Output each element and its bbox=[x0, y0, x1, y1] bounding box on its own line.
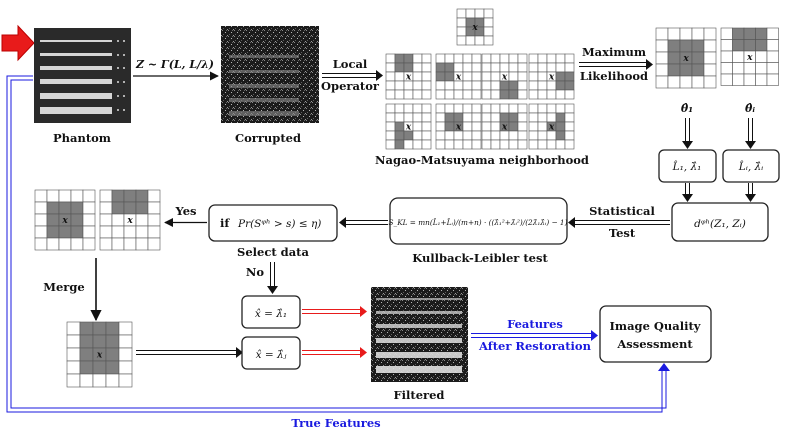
grid-center-symbol: x bbox=[405, 73, 412, 83]
phantom-image bbox=[34, 28, 131, 123]
param-box-1 bbox=[658, 149, 717, 183]
input-red-arrow bbox=[1, 24, 35, 62]
kl-box bbox=[389, 197, 568, 245]
param-to-distance-arrows bbox=[682, 183, 756, 202]
merge-label: Merge bbox=[43, 280, 84, 294]
param-box-i-text: L̂ᵢ, λ̂ᵢ bbox=[738, 160, 764, 173]
merged-grid: x bbox=[66, 321, 133, 388]
nm-grid-row2-2: x bbox=[435, 103, 482, 150]
ml-line1: Maximum bbox=[582, 45, 646, 59]
grid-center-symbol: x bbox=[455, 73, 462, 83]
condition-text: Pr(Sᵠʰ > s) ≤ η) bbox=[237, 218, 321, 230]
arrow-merge-estimate bbox=[236, 347, 243, 358]
phantom-label: Phantom bbox=[53, 131, 111, 145]
estimate-box-1 bbox=[241, 295, 301, 329]
arrow-ml-head bbox=[646, 59, 653, 70]
arrow-statistical-test bbox=[568, 217, 575, 228]
kl-test-label: Kullback-Leibler test bbox=[412, 251, 548, 265]
theta-arrows bbox=[682, 118, 756, 149]
nm-grid-row1-3: x bbox=[481, 53, 528, 100]
grid-center-symbol: x bbox=[501, 123, 508, 133]
estimate-box-j bbox=[241, 336, 301, 370]
selected-grid-1: x bbox=[34, 189, 96, 251]
nm-grid-row1-4: x bbox=[528, 53, 575, 100]
neighborhood-grids: x x x x x x x x x bbox=[385, 8, 575, 150]
statistical-test-line1: Statistical bbox=[589, 204, 655, 218]
filtered-image bbox=[371, 287, 468, 382]
param-box-1-text: L̂₁, λ̂₁ bbox=[672, 160, 702, 173]
nm-grid-top: x bbox=[456, 8, 494, 46]
thetai-label: θ̂ᵢ bbox=[745, 102, 755, 115]
true-features-label: True Features bbox=[291, 416, 380, 430]
grid-center-symbol: x bbox=[682, 54, 689, 64]
statistical-test-line2: Test bbox=[609, 226, 636, 240]
neighborhood-label: Nagao-Matsuyama neighborhood bbox=[375, 153, 589, 167]
true-features-arrowhead bbox=[658, 363, 670, 371]
no-label: No bbox=[246, 265, 265, 279]
quality-box bbox=[599, 305, 712, 363]
estimate-box-j-text: x̂ = λ̂ⱼ bbox=[256, 349, 287, 361]
grid-center-symbol: x bbox=[96, 351, 103, 361]
kl-box-text: S_KL = mn(L̂₁+L̂ᵢ)/(m+n) · ((λ̂₁²+λ̂ᵢ²)/… bbox=[389, 218, 568, 227]
condition-box bbox=[208, 204, 338, 242]
grid-center-symbol: x bbox=[501, 73, 508, 83]
estimate-box-1-text: x̂ = λ̂₁ bbox=[255, 308, 287, 320]
arrow-features bbox=[591, 330, 598, 341]
quality-line2: Assessment bbox=[616, 337, 693, 351]
grid-center-symbol: x bbox=[548, 123, 555, 133]
nm-grid-row1-2: x bbox=[435, 53, 482, 100]
condition-prefix: if bbox=[220, 216, 230, 230]
features-line1: Features bbox=[507, 317, 563, 331]
nm-grid-row2-1: x bbox=[385, 103, 432, 150]
grid-center-symbol: x bbox=[471, 23, 478, 33]
distance-box-text: dᵠʰ(Z₁, Zᵢ) bbox=[694, 218, 746, 230]
red-arrows bbox=[302, 306, 367, 358]
arrow-local-operator-head bbox=[376, 70, 383, 81]
param-box-i bbox=[722, 149, 780, 183]
grid-center-symbol: x bbox=[455, 123, 462, 133]
features-line2: After Restoration bbox=[478, 339, 592, 353]
select-data-label: Select data bbox=[237, 245, 309, 259]
filtered-label: Filtered bbox=[394, 388, 445, 402]
distance-box bbox=[671, 202, 769, 242]
nm-grid-row2-3: x bbox=[481, 103, 528, 150]
arrow-no bbox=[267, 286, 278, 294]
true-features-loop bbox=[6, 75, 667, 413]
local-operator-line2: Operator bbox=[321, 79, 380, 93]
nm-grid-row1-1: x bbox=[385, 53, 432, 100]
ml-line2: Likelihood bbox=[580, 69, 648, 83]
grid-center-symbol: x bbox=[746, 53, 753, 63]
grid-center-symbol: x bbox=[405, 123, 412, 133]
ml-grid-1: x bbox=[655, 27, 717, 89]
ml-grid-i: x bbox=[720, 27, 779, 86]
quality-line1: Image Quality bbox=[610, 319, 701, 333]
nm-grid-row2-4: x bbox=[528, 103, 575, 150]
model-label: Z ~ Γ(L, L/λ) bbox=[135, 58, 214, 71]
grid-center-symbol: x bbox=[61, 216, 68, 226]
corrupted-label: Corrupted bbox=[235, 131, 301, 145]
grid-center-symbol: x bbox=[548, 73, 555, 83]
corrupted-image bbox=[221, 26, 319, 123]
arrow-kl-condition bbox=[339, 217, 346, 228]
grid-center-symbol: x bbox=[126, 216, 133, 226]
yes-label: Yes bbox=[174, 204, 196, 218]
theta1-label: θ̂₁ bbox=[681, 102, 693, 115]
local-operator-line1: Local bbox=[333, 57, 368, 71]
merged-result-grid: x bbox=[66, 321, 133, 388]
selected-grid-2: x bbox=[99, 189, 161, 251]
